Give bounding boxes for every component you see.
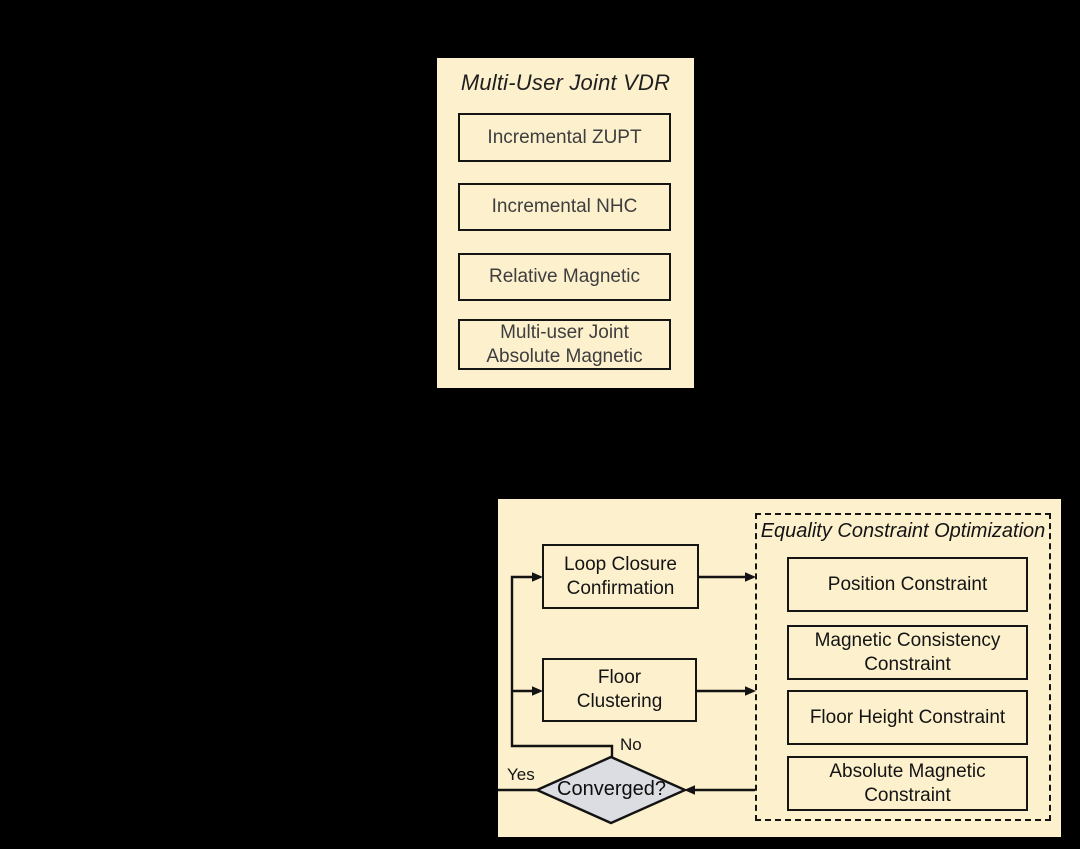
vdr-panel: Multi-User Joint VDR Incremental ZUPT In… <box>437 58 694 388</box>
equality-constraint-group <box>755 513 1051 821</box>
vdr-box-incremental-zupt: Incremental ZUPT <box>458 113 671 162</box>
label-no: No <box>620 735 642 754</box>
loop-closure-confirmation-box: Loop Closure Confirmation <box>542 544 699 609</box>
vdr-box-relative-magnetic: Relative Magnetic <box>458 253 671 301</box>
decision-diamond <box>534 755 688 825</box>
vdr-panel-title: Multi-User Joint VDR <box>460 70 671 95</box>
equality-constraint-title: Equality Constraint Optimization <box>760 520 1046 542</box>
flow-connectors <box>498 572 756 825</box>
label-yes: Yes <box>507 765 535 784</box>
optimization-panel: Loop Closure Confirmation Floor Clusteri… <box>498 499 1061 837</box>
absolute-magnetic-constraint-box: Absolute Magnetic Constraint <box>787 756 1028 811</box>
position-constraint-box: Position Constraint <box>787 557 1028 612</box>
arrowhead-loop-to-eco <box>745 572 756 582</box>
magnetic-consistency-constraint-box: Magnetic Consistency Constraint <box>787 625 1028 680</box>
vdr-box-incremental-nhc: Incremental NHC <box>458 183 671 231</box>
arrowhead-to-floor-clustering <box>532 686 543 696</box>
floor-height-constraint-box: Floor Height Constraint <box>787 690 1028 745</box>
arrowhead-floor-to-eco <box>745 686 756 696</box>
decision-label: Converged? <box>557 778 666 800</box>
connector-no-feedback <box>510 575 614 757</box>
floor-clustering-box: Floor Clustering <box>542 658 697 722</box>
arrowhead-to-loop-closure <box>532 572 543 582</box>
arrowhead-eco-to-decision <box>684 785 695 795</box>
vdr-box-multiuser-absolute-magnetic: Multi-user Joint Absolute Magnetic <box>458 319 671 370</box>
